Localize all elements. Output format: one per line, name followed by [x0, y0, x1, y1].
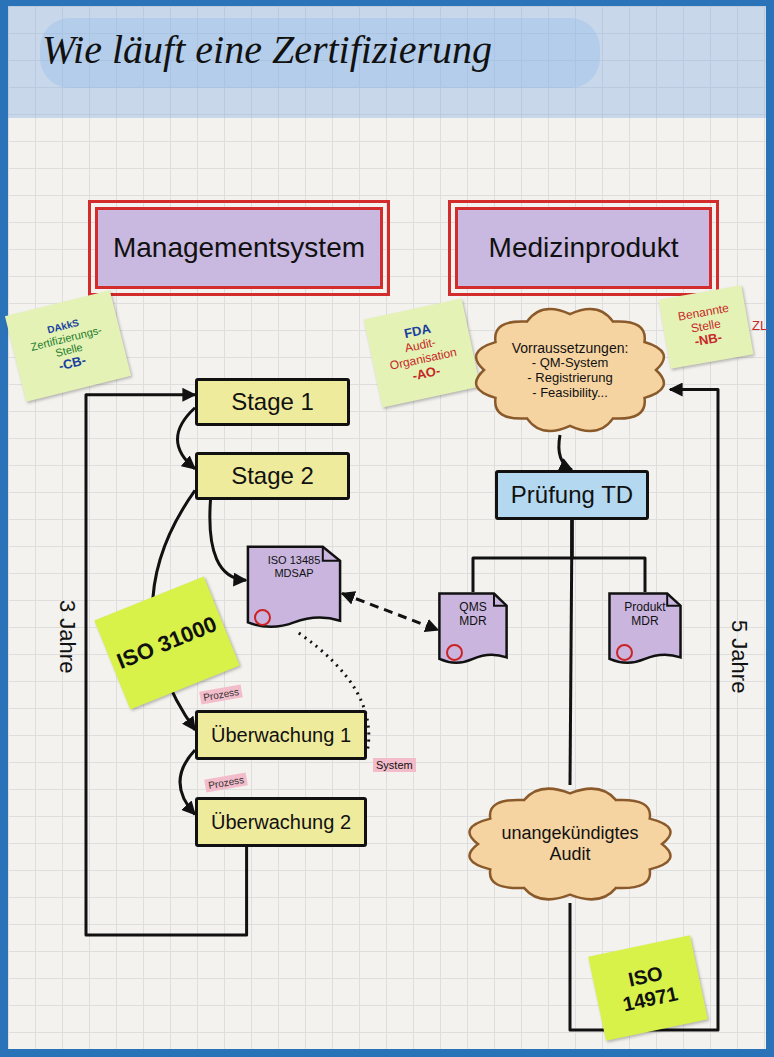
node-text: Medizinprodukt	[489, 232, 679, 264]
cloud: Vorraussetzungen:- QM-System- Registrier…	[470, 305, 670, 435]
paper	[8, 6, 766, 1049]
connector	[342, 593, 438, 630]
note-label: ZL	[752, 318, 767, 333]
node-text: ISO 13485 MDSAP	[254, 554, 334, 579]
edge-label: 3 Jahre	[54, 600, 80, 673]
edge-label: 5 Jahre	[726, 620, 752, 693]
process-box: Stage 2	[195, 452, 350, 500]
node-text: Prüfung TD	[511, 481, 633, 509]
heading-box: Medizinprodukt	[455, 207, 712, 289]
certificate-sheet	[248, 547, 340, 627]
process-box: Prüfung TD	[495, 470, 649, 520]
process-box: Stage 1	[195, 378, 350, 426]
certificate-seal	[446, 644, 463, 661]
connector	[178, 408, 196, 469]
node-text: -AO-	[411, 364, 442, 384]
certificate-fold	[323, 547, 340, 561]
node-text: ISO 14971	[598, 956, 698, 1020]
certificate-seal	[254, 609, 271, 626]
cloud: unangekündigtes Audit	[463, 785, 677, 903]
node-text: Überwachung 2	[211, 811, 351, 834]
node-text: Vorraussetzungen:	[512, 340, 629, 356]
connector	[210, 500, 246, 580]
connector	[570, 520, 572, 785]
process-box: Überwachung 1	[195, 710, 367, 760]
connector	[559, 435, 572, 470]
node-text: Stage 1	[231, 388, 314, 416]
node-text: ISO 31000	[113, 612, 220, 675]
certificate-seal	[616, 644, 633, 661]
cloud-shape	[476, 309, 664, 431]
certificate: ISO 13485 MDSAP	[246, 545, 342, 633]
certificate: QMS MDR	[438, 592, 508, 668]
node-text: -NB-	[694, 331, 724, 350]
certificate-fold	[667, 594, 680, 606]
node-text: QMS MDR	[446, 601, 500, 629]
title: Wie läuft eine Zertifizierung	[42, 26, 492, 73]
certificate-sheet	[609, 594, 680, 663]
node-text: Managementsystem	[113, 232, 365, 264]
node-text: Produkt MDR	[616, 601, 674, 629]
connector	[180, 750, 195, 815]
certificate-sheet	[439, 594, 506, 663]
edge-label: System	[373, 758, 416, 772]
node-text: - Registrierung	[527, 371, 612, 386]
process-box: Überwachung 2	[195, 797, 367, 847]
node-text: unangekündigtes Audit	[493, 823, 647, 864]
certificate: Produkt MDR	[608, 592, 682, 668]
connector	[473, 520, 572, 592]
node-text: Überwachung 1	[211, 724, 351, 747]
cloud-shape	[469, 789, 670, 900]
heading-box: Managementsystem	[95, 207, 383, 289]
sticky-note: Benannte Stelle-NB-	[659, 285, 754, 369]
node-text: Stage 2	[231, 462, 314, 490]
certificate-fold	[494, 594, 507, 606]
connector	[572, 520, 645, 592]
node-text: - QM-System	[532, 356, 609, 371]
node-text: - Feasibility...	[532, 386, 608, 401]
